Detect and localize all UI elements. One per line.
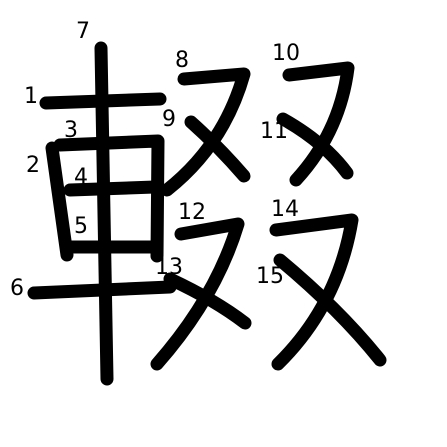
stroke-10: [282, 61, 355, 187]
stroke-number-15: 15: [256, 264, 284, 289]
stroke-11: [276, 112, 354, 180]
stroke-number-3: 3: [64, 118, 78, 143]
stroke-number-5: 5: [74, 214, 88, 239]
stroke-number-10: 10: [272, 41, 300, 66]
stroke-number-12: 12: [178, 200, 206, 225]
stroke-number-6: 6: [10, 276, 24, 301]
stroke-number-9: 9: [162, 107, 176, 132]
stroke-number-8: 8: [175, 48, 189, 73]
stroke-13: [163, 272, 252, 330]
stroke-14: [269, 213, 359, 371]
strokes-layer: [27, 41, 387, 386]
stroke-12: [150, 217, 245, 371]
stroke-2: [45, 141, 74, 262]
stroke-3: [53, 134, 165, 263]
stroke-number-2: 2: [26, 153, 40, 178]
stroke-number-11: 11: [260, 119, 288, 144]
stroke-number-14: 14: [271, 197, 299, 222]
stroke-9: [184, 115, 251, 183]
stroke-4: [63, 180, 162, 197]
stroke-number-4: 4: [74, 165, 88, 190]
stroke-number-labels: 1 2 3 4 5 6 7 8 9 10 11 12 13 14 15: [10, 19, 300, 301]
stroke-7: [94, 41, 114, 386]
stroke-15: [273, 253, 387, 367]
stroke-number-7: 7: [76, 19, 90, 44]
stroke-8: [160, 67, 251, 197]
stroke-number-13: 13: [155, 255, 183, 280]
stroke-number-1: 1: [24, 84, 38, 109]
